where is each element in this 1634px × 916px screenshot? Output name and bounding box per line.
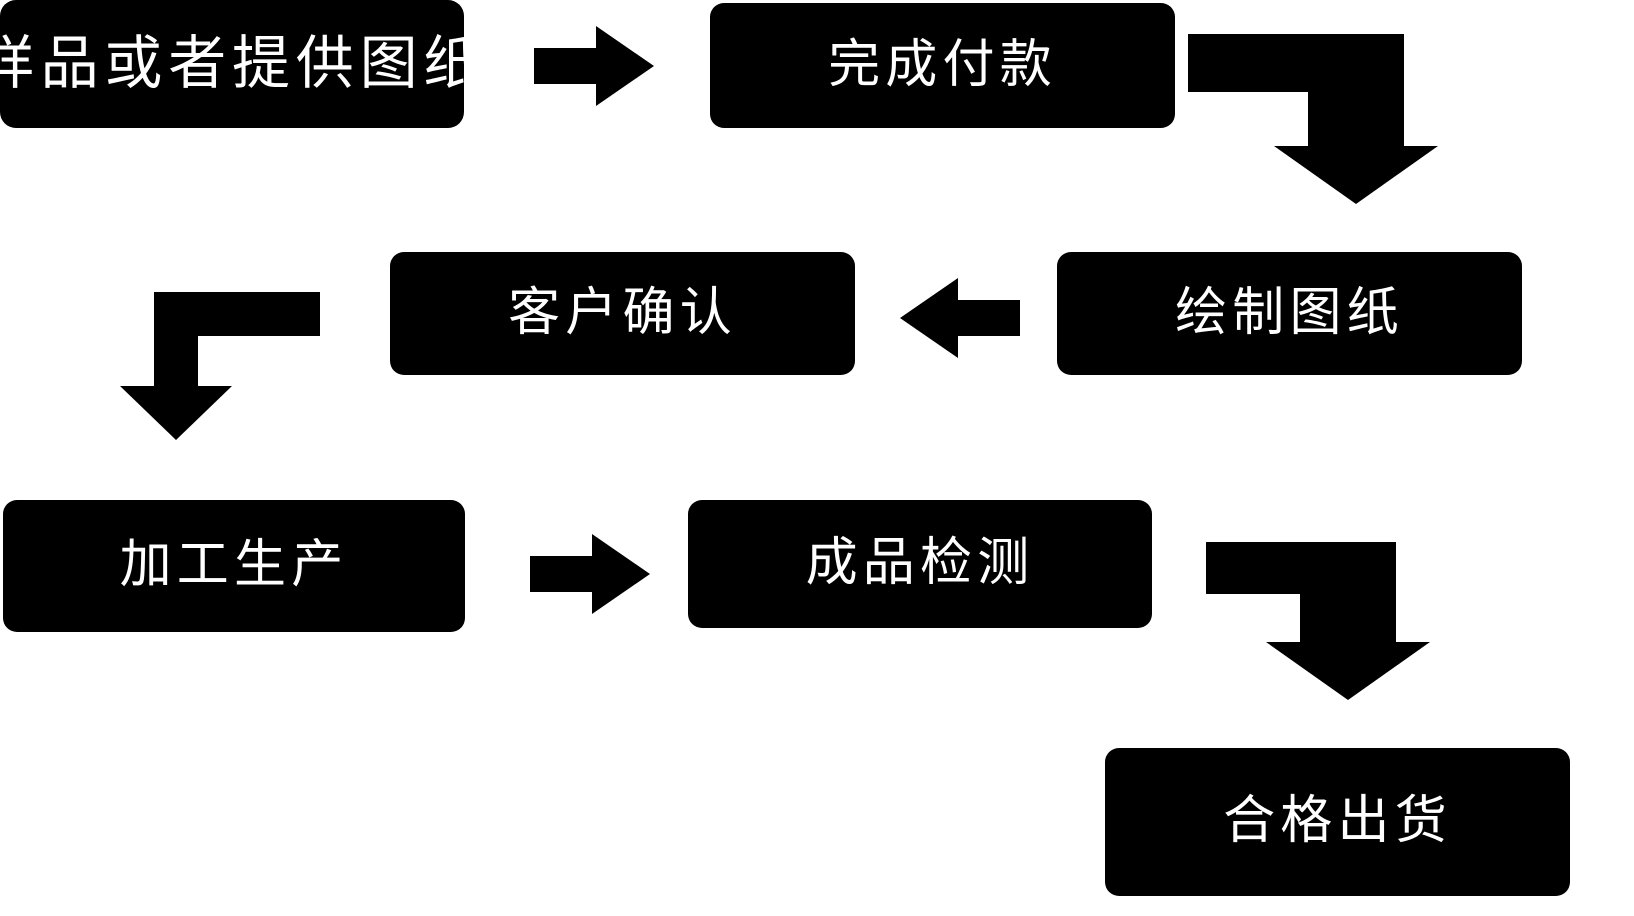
arrow-left-drawing-to-confirm — [900, 278, 1020, 358]
flow-node-label: 成品检测 — [805, 534, 1035, 593]
arrow-elbow-inspect-to-shipping — [1206, 542, 1430, 700]
flow-node-label: 加工生产 — [119, 536, 349, 595]
flow-node-drawing[interactable]: 绘制图纸 — [1057, 252, 1522, 375]
arrow-right-sample-to-payment — [534, 26, 654, 106]
flow-node-label: 样品或者提供图纸 — [0, 31, 488, 97]
arrow-right-production-to-inspect — [530, 534, 650, 614]
flow-node-payment[interactable]: 完成付款 — [710, 3, 1175, 128]
arrow-elbow-payment-to-drawing — [1188, 34, 1438, 204]
flow-node-shipping[interactable]: 合格出货 — [1105, 748, 1570, 896]
flow-node-label: 合格出货 — [1223, 792, 1452, 851]
arrow-elbow-confirm-to-production — [120, 292, 320, 440]
flow-node-production[interactable]: 加工生产 — [3, 500, 465, 632]
flow-node-label: 绘制图纸 — [1175, 283, 1404, 342]
flow-node-inspect[interactable]: 成品检测 — [688, 500, 1152, 628]
flow-node-confirm[interactable]: 客户确认 — [390, 252, 855, 375]
flow-node-label: 完成付款 — [828, 35, 1057, 94]
flow-node-sample[interactable]: 样品或者提供图纸 — [0, 0, 481, 128]
flow-node-label: 客户确认 — [508, 283, 737, 342]
